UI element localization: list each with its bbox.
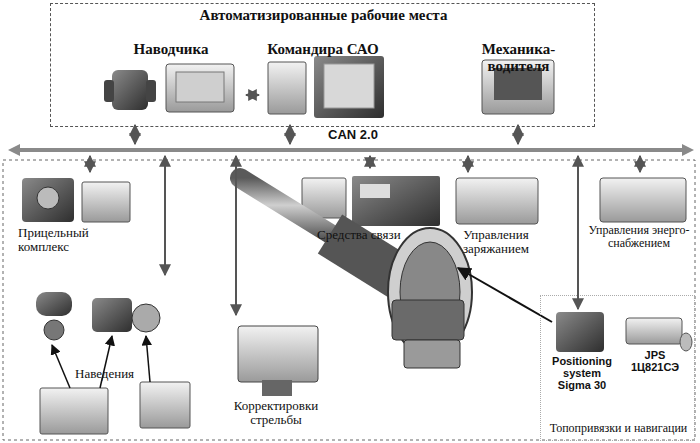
laying-box [140, 382, 190, 428]
radar-box [238, 326, 318, 382]
gunner-handle [112, 70, 148, 110]
subsystem-block: Прицельный комплекс [15, 172, 135, 258]
bus-arrowhead [8, 144, 20, 156]
bus-line [8, 144, 694, 156]
sigma-unit [556, 312, 604, 352]
can-bus: CAN 2.0 [8, 144, 694, 156]
gunner-screen [176, 72, 224, 102]
workstation-group: Автоматизированные рабочие местаНаводчик… [50, 3, 595, 127]
commander-devices [268, 56, 384, 118]
loading-tray [404, 340, 460, 368]
gun-illustration [240, 178, 472, 368]
node-label: Управления энерго- снабжением [580, 224, 698, 250]
gunner-grip [146, 80, 156, 102]
bus-connector [134, 125, 136, 144]
gun-ring [388, 228, 472, 356]
bus-connector [369, 156, 371, 168]
subsystem-block: Управления заряжанием [450, 172, 542, 256]
bus-connector [246, 94, 259, 96]
commander-display [314, 56, 384, 118]
bus-connector [639, 156, 641, 172]
leader-arrow [146, 336, 150, 382]
radar-mount [262, 380, 292, 396]
power-unit [600, 178, 686, 222]
laying-drive [36, 292, 72, 316]
comms-display [360, 184, 390, 198]
commander-unit [268, 62, 306, 114]
laying-wheel [132, 304, 160, 332]
gunner-devices [104, 64, 234, 112]
bus-connector [577, 156, 579, 309]
jps-receiver [626, 318, 682, 344]
node-label: CAN 2.0 [298, 128, 408, 142]
node-label: Корректировки стрельбы [220, 399, 332, 428]
gunner-grip [104, 80, 114, 102]
device-block: Positioning system Sigma 30 [546, 309, 618, 404]
bus-connector [517, 125, 519, 144]
navigation-devices [458, 268, 692, 352]
node-label: Топопривязки и навигации [541, 422, 696, 435]
bus-line [18, 148, 684, 152]
sight-devices [22, 178, 130, 222]
laying-box [40, 388, 108, 434]
bus-connector [164, 156, 166, 275]
node-label: Прицельный комплекс [18, 226, 100, 255]
leader-arrow [52, 345, 70, 388]
subsystem-block: Наведения [35, 275, 203, 440]
gunner-panel [166, 64, 234, 112]
sight-camera [22, 178, 74, 222]
node-label: Positioning system Sigma 30 [546, 355, 618, 391]
workstation: Командира САО [259, 39, 387, 125]
node-label: Наведения [75, 367, 165, 381]
node-label: JPS 1Ц821СЭ [629, 349, 681, 373]
comms-radio [352, 176, 440, 226]
subsystem-block: Корректировки стрельбы [220, 315, 332, 437]
bus-connector [289, 125, 291, 144]
fire-correction-device [238, 326, 318, 396]
jps-antenna [680, 333, 692, 351]
workstation: Механика-водителя [456, 39, 581, 125]
node-label: Наводчика [96, 41, 246, 58]
node-label: Средства связи [317, 228, 417, 242]
subsystem-block: Средства связи [295, 168, 443, 248]
node-label: Управления заряжанием [450, 228, 542, 257]
group-heading: Автоматизированные рабочие места [51, 7, 596, 24]
laying-motor [92, 298, 132, 332]
subsystem-block: Топопривязки и навигации Positioning syst… [540, 295, 695, 441]
loading-mechanism [392, 300, 464, 340]
mount-arrow [458, 268, 552, 322]
bus-connector [89, 156, 91, 172]
subsystem-block: Управления энерго- снабжением [588, 172, 692, 262]
sight-box [82, 182, 130, 222]
bus-arrowhead [682, 144, 694, 156]
subsystems-frame [3, 160, 695, 440]
sight-lens [37, 187, 59, 209]
loading-unit [456, 178, 538, 224]
node-label: Командира САО [259, 41, 387, 58]
bus-connector [467, 156, 469, 172]
bus-connector [235, 156, 237, 315]
laying-gear [44, 320, 64, 340]
node-label: Механика-водителя [456, 41, 581, 74]
device-block: JPS 1Ц821СЭ [619, 315, 694, 385]
laying-devices [36, 292, 190, 434]
workstation: Наводчика [96, 39, 246, 125]
commander-screen [324, 64, 374, 108]
